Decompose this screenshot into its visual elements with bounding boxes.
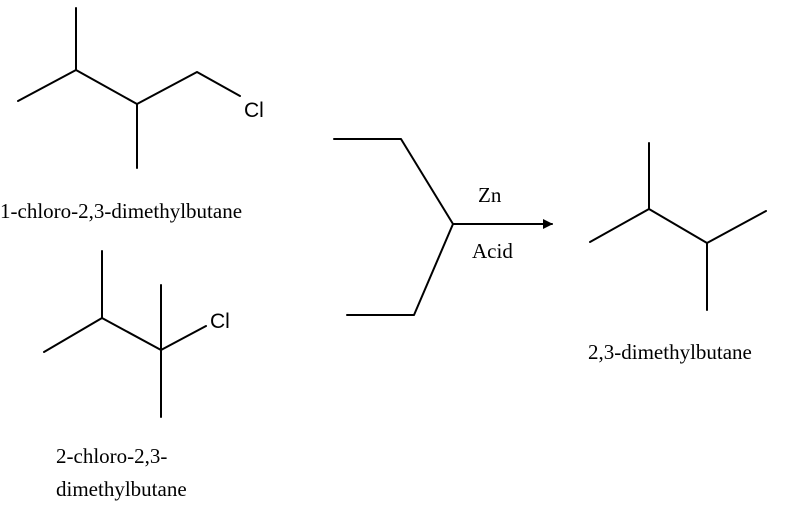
reactant-bracket	[333, 138, 454, 316]
reactant-2-main-chain	[43, 317, 207, 353]
medium-label: Acid	[472, 239, 513, 263]
product-main-chain	[589, 208, 767, 244]
reactant-1-main-chain	[17, 69, 241, 105]
reactant-1-name: 1-chloro-2,3-dimethylbutane	[0, 199, 242, 223]
reactant-1-structure: Cl 1-chloro-2,3-dimethylbutane	[0, 7, 264, 223]
reactant-1-chlorine-label: Cl	[244, 99, 264, 122]
reagent-label: Zn	[478, 183, 502, 207]
reactant-2-chlorine-label: Cl	[210, 310, 230, 333]
reactant-2-structure: Cl 2-chloro-2,3- dimethylbutane	[43, 250, 230, 501]
product-structure: 2,3-dimethylbutane	[588, 142, 767, 364]
reaction-arrow-group: Zn Acid	[452, 183, 553, 263]
product-name: 2,3-dimethylbutane	[588, 340, 752, 364]
reactant-2-name-line-2: dimethylbutane	[56, 477, 187, 501]
reactant-2-name-line-1: 2-chloro-2,3-	[56, 444, 167, 468]
